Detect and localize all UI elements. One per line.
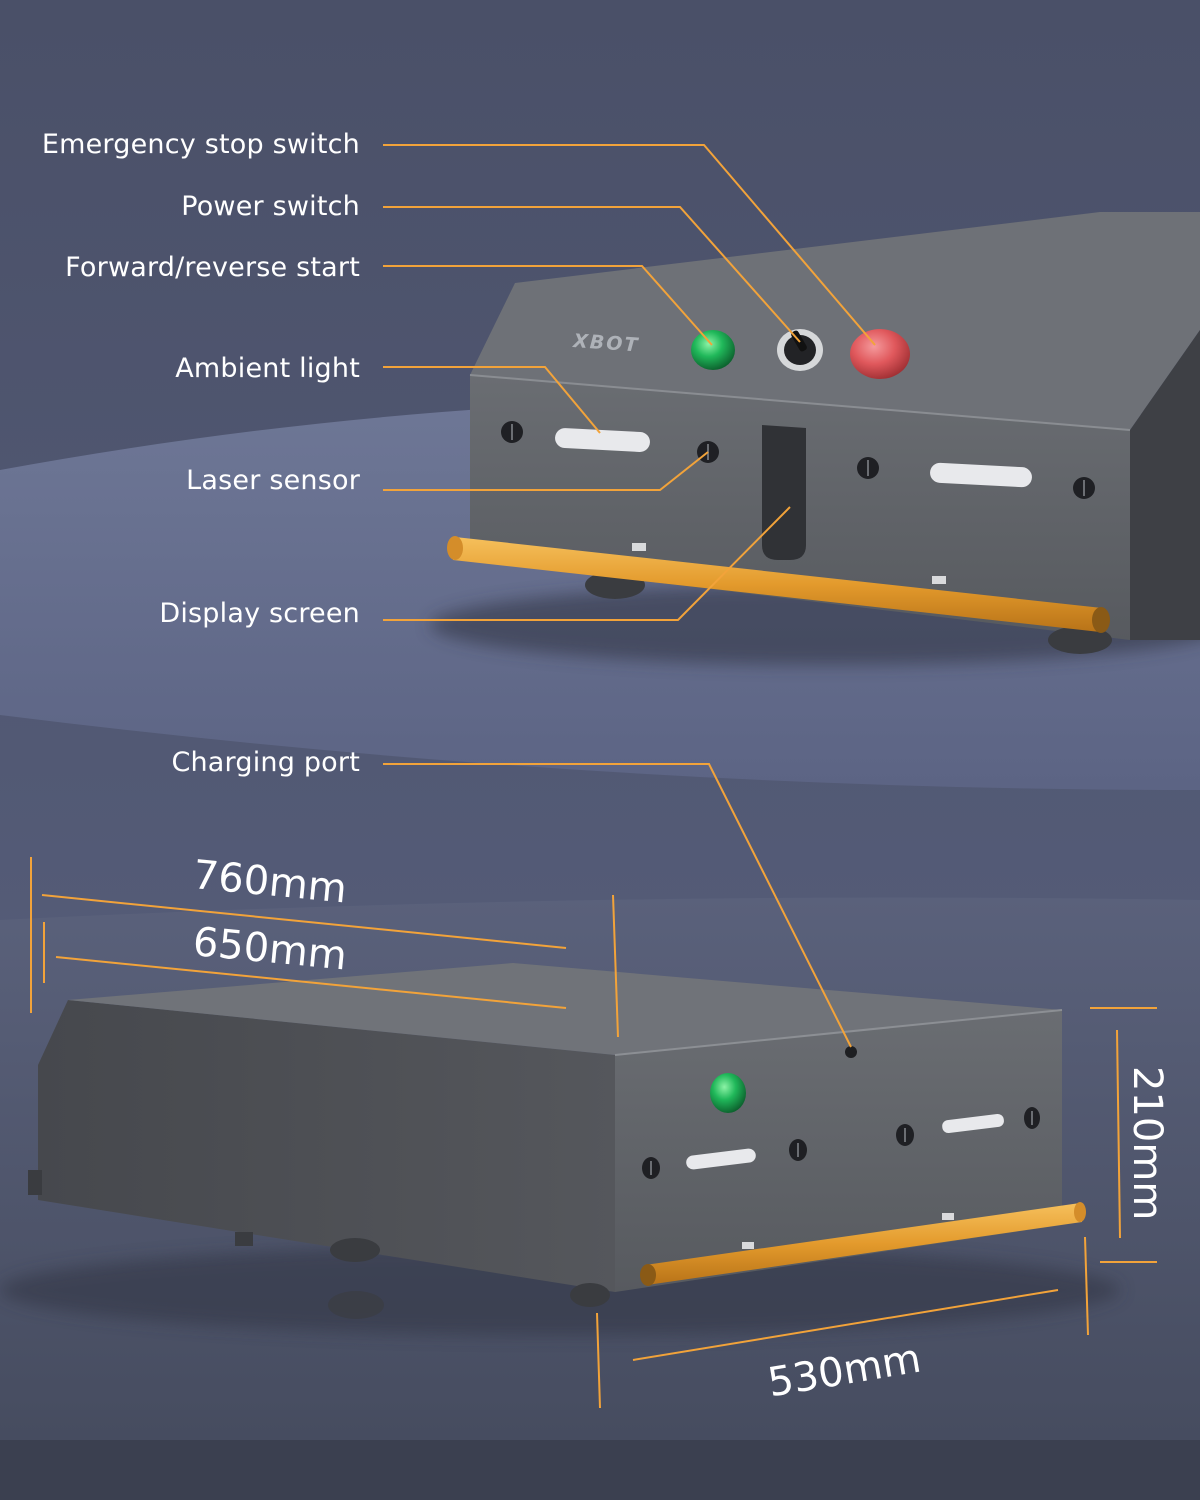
- brand-logo: XBOT: [572, 330, 641, 357]
- label-power-switch: Power switch: [181, 191, 360, 222]
- front-bumper: [447, 536, 1110, 633]
- robot-top-view: [430, 212, 1200, 665]
- label-charging-port: Charging port: [171, 747, 360, 778]
- leader-ambient-light: [383, 366, 601, 434]
- label-laser-sensor: Laser sensor: [186, 465, 360, 496]
- label-display-screen: Display screen: [159, 598, 360, 629]
- dimension-height-label: 210mm: [1124, 1066, 1170, 1221]
- leader-laser-sensor: [383, 451, 709, 491]
- leader-charging-port: [383, 763, 852, 1048]
- leader-forward-reverse: [383, 265, 713, 346]
- robot-bottom-view: [0, 963, 1120, 1335]
- leader-power-switch: [383, 206, 801, 343]
- label-forward-reverse-start: Forward/reverse start: [65, 252, 360, 283]
- label-emergency-stop-switch: Emergency stop switch: [41, 129, 360, 160]
- dimension-lines: [30, 857, 1157, 1409]
- leader-emergency-stop: [383, 144, 876, 346]
- callout-leader-lines: [383, 144, 876, 1048]
- front-bumper-bottom: [640, 1202, 1086, 1286]
- label-ambient-light: Ambient light: [175, 353, 360, 384]
- leader-display-screen: [383, 506, 791, 621]
